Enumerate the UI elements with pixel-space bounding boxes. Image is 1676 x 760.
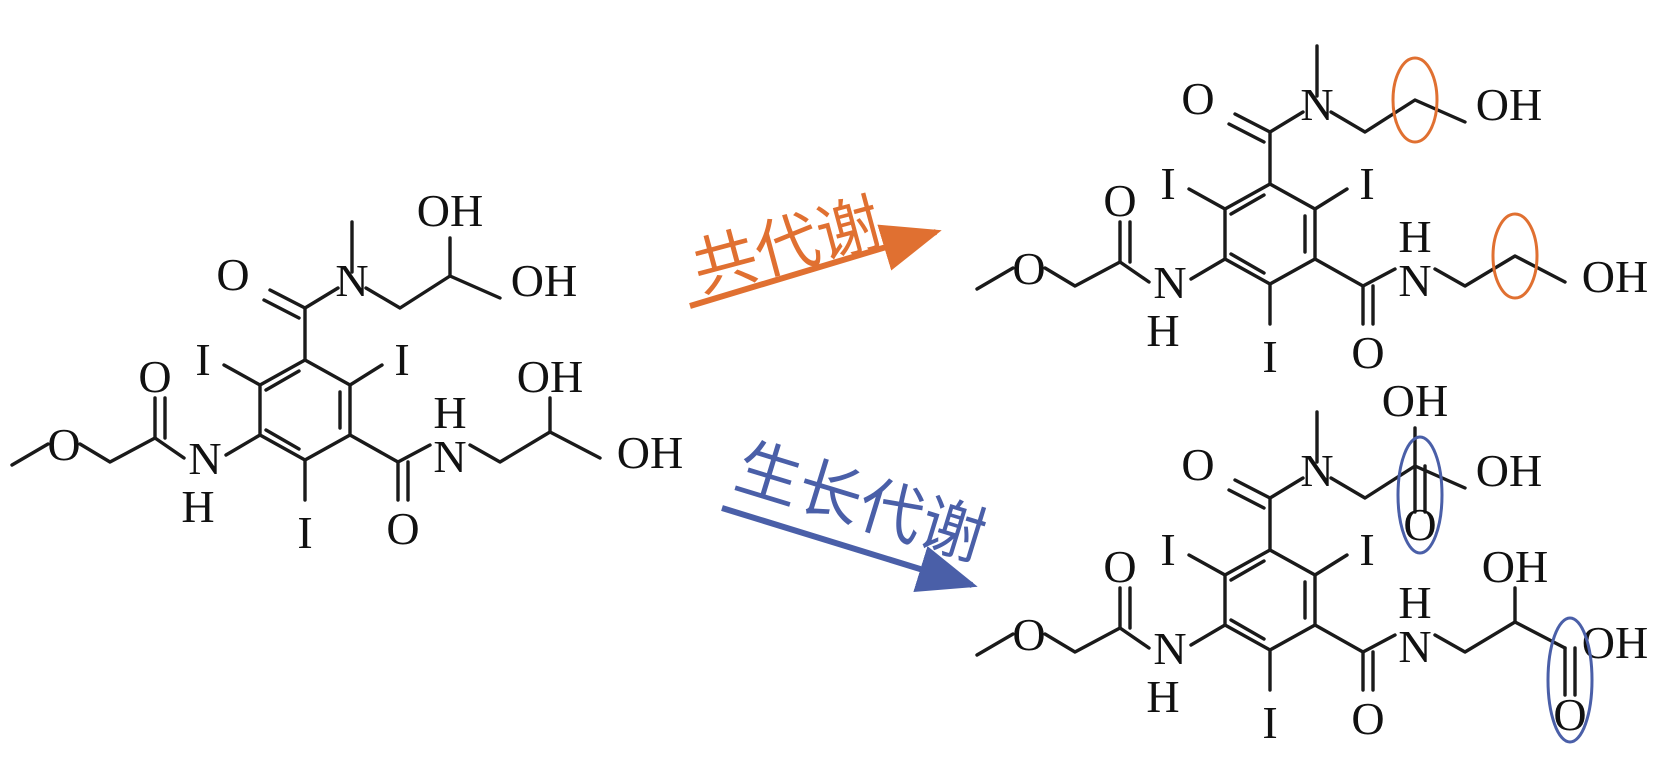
atom-label: N xyxy=(1153,623,1186,674)
atom-label: OH xyxy=(511,255,577,306)
parent-molecule: O N OH OH I I I H N O OH OH O N H O xyxy=(10,185,683,558)
atom-label: OH xyxy=(1482,541,1548,592)
atom-label: O xyxy=(216,249,249,300)
atom-label: N xyxy=(1398,621,1431,672)
atom-label: H xyxy=(181,481,214,532)
atom-label: N xyxy=(188,433,221,484)
atom-label: O xyxy=(1012,609,1045,660)
atom-label: I xyxy=(1160,524,1175,575)
atom-label: O xyxy=(1351,693,1384,744)
atom-label: O xyxy=(1181,73,1214,124)
atom-label: O xyxy=(138,351,171,402)
atom-label: I xyxy=(297,507,312,558)
atom-label: H xyxy=(1398,577,1431,628)
growth-metabolism-arrow: 生长代谢 xyxy=(721,431,994,593)
atom-label: O xyxy=(47,419,80,470)
atom-label: OH xyxy=(417,185,483,236)
atom-label: N xyxy=(1153,257,1186,308)
cometabolism-product: O N OH I I I H N O OH O N H O xyxy=(975,44,1648,382)
atom-label: O xyxy=(1103,175,1136,226)
highlight-ellipse xyxy=(1546,616,1594,744)
growth-metabolism-product: O N OH OH O I I I H N O OH OH O O N H O xyxy=(975,375,1648,748)
cometabolism-label: 共代谢 xyxy=(685,186,890,307)
atom-label: N xyxy=(1300,79,1333,130)
atom-label: I xyxy=(195,334,210,385)
atom-label: O xyxy=(1103,541,1136,592)
atom-label: I xyxy=(1262,697,1277,748)
atom-label: O xyxy=(1351,327,1384,378)
cometabolism-arrow: 共代谢 xyxy=(685,186,942,309)
atom-label: I xyxy=(1262,331,1277,382)
atom-label: I xyxy=(1359,524,1374,575)
atom-label: O xyxy=(1012,243,1045,294)
highlight-ellipse xyxy=(1396,435,1444,555)
atom-label: H xyxy=(433,387,466,438)
atom-label: O xyxy=(1403,499,1436,550)
atom-label: I xyxy=(1359,158,1374,209)
atom-label: OH xyxy=(617,427,683,478)
atom-label: I xyxy=(1160,158,1175,209)
atom-label: OH xyxy=(517,351,583,402)
growth-metabolism-label: 生长代谢 xyxy=(727,431,993,577)
atom-label: H xyxy=(1398,211,1431,262)
atom-label: I xyxy=(394,334,409,385)
atom-label: N xyxy=(1300,445,1333,496)
atom-label: OH xyxy=(1582,617,1648,668)
highlight-ellipse xyxy=(1491,212,1539,300)
atom-label: N xyxy=(335,255,368,306)
atom-label: N xyxy=(1398,255,1431,306)
atom-label: OH xyxy=(1476,445,1542,496)
atom-label: OH xyxy=(1582,251,1648,302)
atom-label: O xyxy=(1181,439,1214,490)
highlight-ellipse xyxy=(1391,56,1439,144)
atom-label: N xyxy=(433,431,466,482)
atom-label: OH xyxy=(1476,79,1542,130)
atom-label: OH xyxy=(1382,375,1448,426)
atom-label: H xyxy=(1146,671,1179,722)
atom-label: O xyxy=(386,503,419,554)
atom-label: H xyxy=(1146,305,1179,356)
